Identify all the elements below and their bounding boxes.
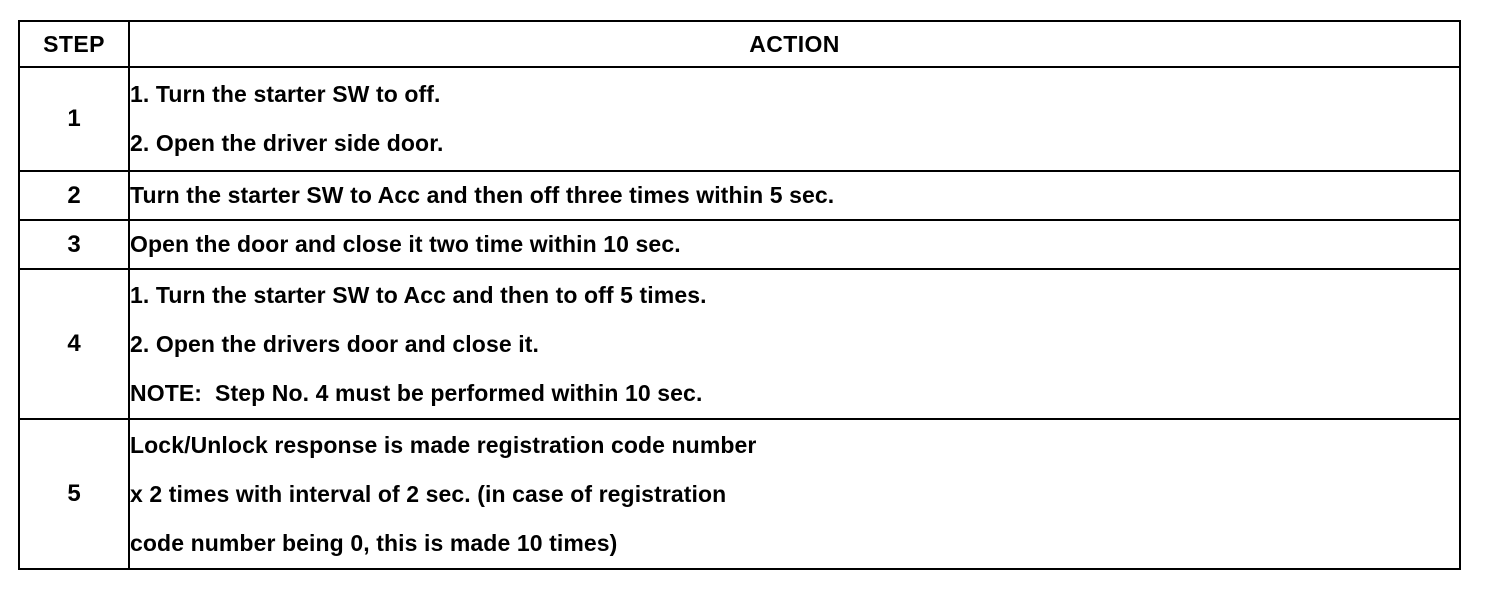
table-header: STEP ACTION <box>18 20 1461 68</box>
action-line: 2. Open the drivers door and close it. <box>130 330 539 357</box>
action-cell: Open the door and close it two time with… <box>128 219 1461 270</box>
action-cell: Turn the starter SW to Acc and then off … <box>128 170 1461 221</box>
table-row: 4 1. Turn the starter SW to Acc and then… <box>18 268 1461 420</box>
action-line-group: Turn the starter SW to Acc and then off … <box>130 172 1459 219</box>
step-number-cell: 5 <box>18 418 130 570</box>
action-line-group: 1. Turn the starter SW to Acc and then t… <box>130 271 1459 418</box>
action-line: Open the door and close it two time with… <box>130 231 681 257</box>
action-line: code number being 0, this is made 10 tim… <box>130 529 618 556</box>
table-header-row: STEP ACTION <box>18 20 1461 68</box>
procedure-table: STEP ACTION 1 1. Turn the starter SW to … <box>18 20 1461 570</box>
action-line-group: 1. Turn the starter SW to off. 2. Open t… <box>130 70 1459 168</box>
action-line: 1. Turn the starter SW to off. <box>130 81 441 107</box>
action-line: 2. Open the driver side door. <box>130 130 444 156</box>
step-number-cell: 4 <box>18 268 130 420</box>
step-number-cell: 2 <box>18 170 130 221</box>
action-cell: Lock/Unlock response is made registratio… <box>128 418 1461 570</box>
action-line-group: Open the door and close it two time with… <box>130 221 1459 268</box>
action-line: x 2 times with interval of 2 sec. (in ca… <box>130 480 727 507</box>
action-line-group: Lock/Unlock response is made registratio… <box>130 421 1459 568</box>
action-line: 1. Turn the starter SW to Acc and then t… <box>130 281 707 308</box>
table-row: 5 Lock/Unlock response is made registrat… <box>18 418 1461 570</box>
action-line: Lock/Unlock response is made registratio… <box>130 431 757 458</box>
table-body: 1 1. Turn the starter SW to off. 2. Open… <box>18 66 1461 570</box>
action-line: Turn the starter SW to Acc and then off … <box>130 182 835 208</box>
action-cell: 1. Turn the starter SW to off. 2. Open t… <box>128 66 1461 172</box>
action-cell: 1. Turn the starter SW to Acc and then t… <box>128 268 1461 420</box>
table-row: 3 Open the door and close it two time wi… <box>18 219 1461 270</box>
action-note-line: NOTE: Step No. 4 must be performed withi… <box>130 379 703 406</box>
step-number-cell: 3 <box>18 219 130 270</box>
table-row: 2 Turn the starter SW to Acc and then of… <box>18 170 1461 221</box>
step-number-cell: 1 <box>18 66 130 172</box>
table-row: 1 1. Turn the starter SW to off. 2. Open… <box>18 66 1461 172</box>
column-header-step: STEP <box>18 20 130 68</box>
column-header-action: ACTION <box>128 20 1461 68</box>
